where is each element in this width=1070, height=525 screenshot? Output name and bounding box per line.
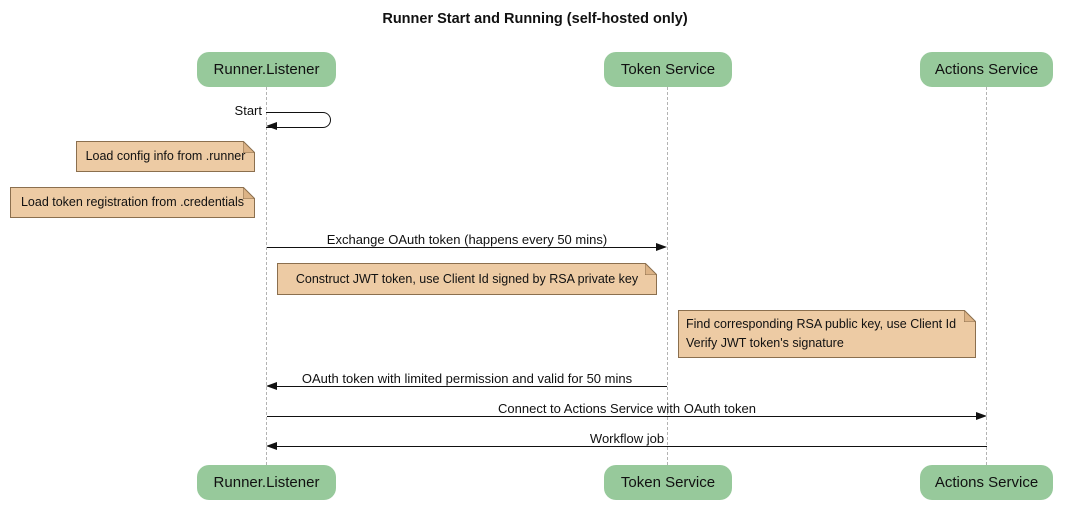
participant-actions-service-bottom: Actions Service [920,465,1053,500]
lifeline-runner-listener [266,87,267,465]
message-exchange-oauth-line [267,247,657,248]
note-load-token-registration: Load token registration from .credential… [10,187,255,218]
note-text-line-2: Verify JWT token's signature [686,336,844,350]
lifeline-actions-service [986,87,987,465]
note-find-rsa-key: Find corresponding RSA public key, use C… [678,310,976,358]
arrowhead-right-icon [976,412,987,420]
note-fold-icon [243,141,255,153]
self-message-loop [266,112,331,128]
note-text: Load token registration from .credential… [20,195,245,209]
message-exchange-oauth-label: Exchange OAuth token (happens every 50 m… [326,232,608,247]
participant-token-service-bottom: Token Service [604,465,732,500]
arrowhead-left-icon [266,122,277,130]
participant-label: Runner.Listener [213,61,320,78]
participant-label: Token Service [620,61,716,78]
participant-label: Token Service [620,474,716,491]
message-connect-actions-line [267,416,976,417]
arrowhead-left-icon [266,442,277,450]
lifeline-token-service [667,87,668,465]
note-load-config: Load config info from .runner [76,141,255,172]
participant-label: Actions Service [934,61,1039,78]
self-message-start-label: Start [234,103,262,118]
note-fold-icon [964,310,976,322]
participant-token-service-top: Token Service [604,52,732,87]
participant-actions-service-top: Actions Service [920,52,1053,87]
message-oauth-return-line [276,386,667,387]
arrowhead-left-icon [266,382,277,390]
participant-runner-listener-bottom: Runner.Listener [197,465,336,500]
note-fold-icon [243,187,255,199]
message-connect-actions-label: Connect to Actions Service with OAuth to… [498,401,756,416]
participant-label: Actions Service [934,474,1039,491]
note-text: Construct JWT token, use Client Id signe… [295,271,639,286]
message-workflow-job-label: Workflow job [589,431,665,446]
diagram-title: Runner Start and Running (self-hosted on… [382,11,688,27]
participant-runner-listener-top: Runner.Listener [197,52,336,87]
note-construct-jwt: Construct JWT token, use Client Id signe… [277,263,657,295]
note-text-line-1: Find corresponding RSA public key, use C… [686,317,957,331]
message-workflow-job-line [276,446,987,447]
message-oauth-return-label: OAuth token with limited permission and … [301,371,633,386]
note-fold-icon [645,263,657,275]
note-text: Load config info from .runner [85,149,246,163]
participant-label: Runner.Listener [213,474,320,491]
arrowhead-right-icon [656,243,667,251]
